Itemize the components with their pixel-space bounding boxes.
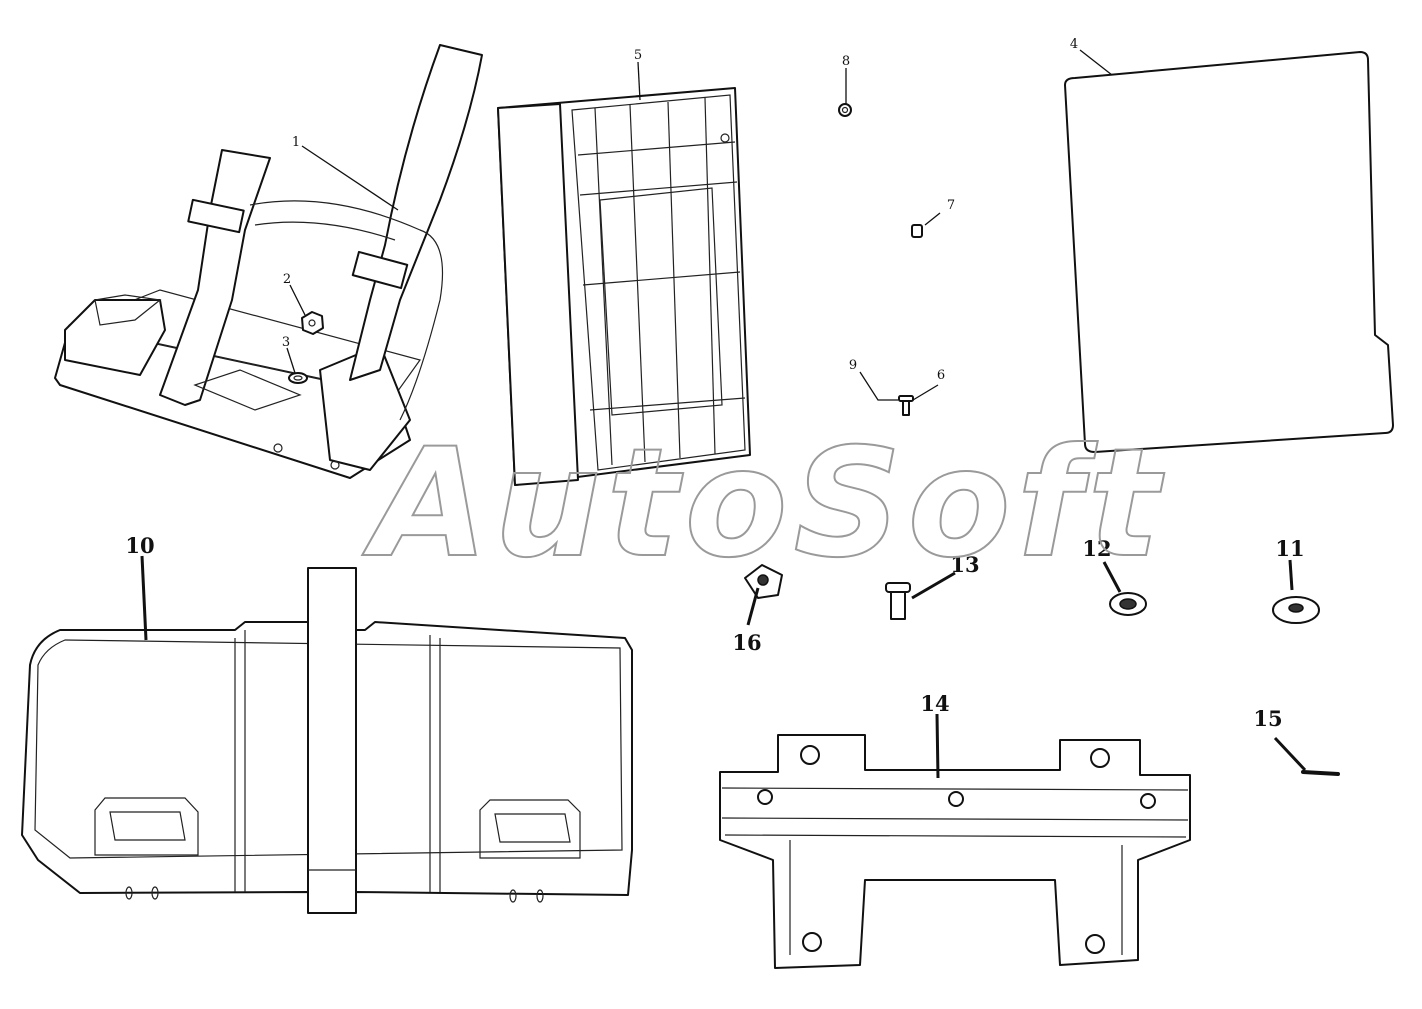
part-4-insulation-pad xyxy=(1064,51,1394,453)
callout-4: 4 xyxy=(1070,37,1078,52)
callout-13: 13 xyxy=(950,552,979,577)
callout-10: 10 xyxy=(125,533,154,558)
part-2-flange-nut xyxy=(301,311,324,335)
part-12-washer xyxy=(1109,592,1147,616)
callout-labels: 1 2 3 4 5 6 7 8 9 10 11 12 13 14 15 16 xyxy=(125,37,1304,731)
callout-11: 11 xyxy=(1275,536,1304,561)
part-13-bolt xyxy=(885,582,911,620)
callout-8: 8 xyxy=(842,54,850,69)
callout-12: 12 xyxy=(1082,536,1111,561)
part-1-battery-tray-with-straps xyxy=(54,44,483,479)
part-6-screw xyxy=(898,395,914,416)
callout-1: 1 xyxy=(292,135,300,150)
callout-7: 7 xyxy=(947,198,955,213)
part-14-mounting-bracket xyxy=(719,734,1191,969)
callout-3: 3 xyxy=(282,335,290,350)
callout-16: 16 xyxy=(732,630,761,655)
leader-lines xyxy=(140,49,1307,779)
callout-14: 14 xyxy=(920,691,949,716)
part-3-washer xyxy=(288,372,308,384)
callout-5: 5 xyxy=(634,48,642,63)
part-8-small-washer xyxy=(838,103,852,117)
part-5-battery-cover-frame xyxy=(497,87,751,486)
part-15-rod xyxy=(1301,770,1340,776)
callout-9: 9 xyxy=(849,358,857,373)
callout-15: 15 xyxy=(1253,706,1282,731)
part-10-battery-box xyxy=(21,567,633,914)
watermark-text: AutoSoft xyxy=(362,417,1166,591)
callout-2: 2 xyxy=(283,272,291,287)
part-7-plug xyxy=(911,224,923,238)
part-11-washer xyxy=(1272,596,1320,624)
callout-6: 6 xyxy=(937,368,945,383)
